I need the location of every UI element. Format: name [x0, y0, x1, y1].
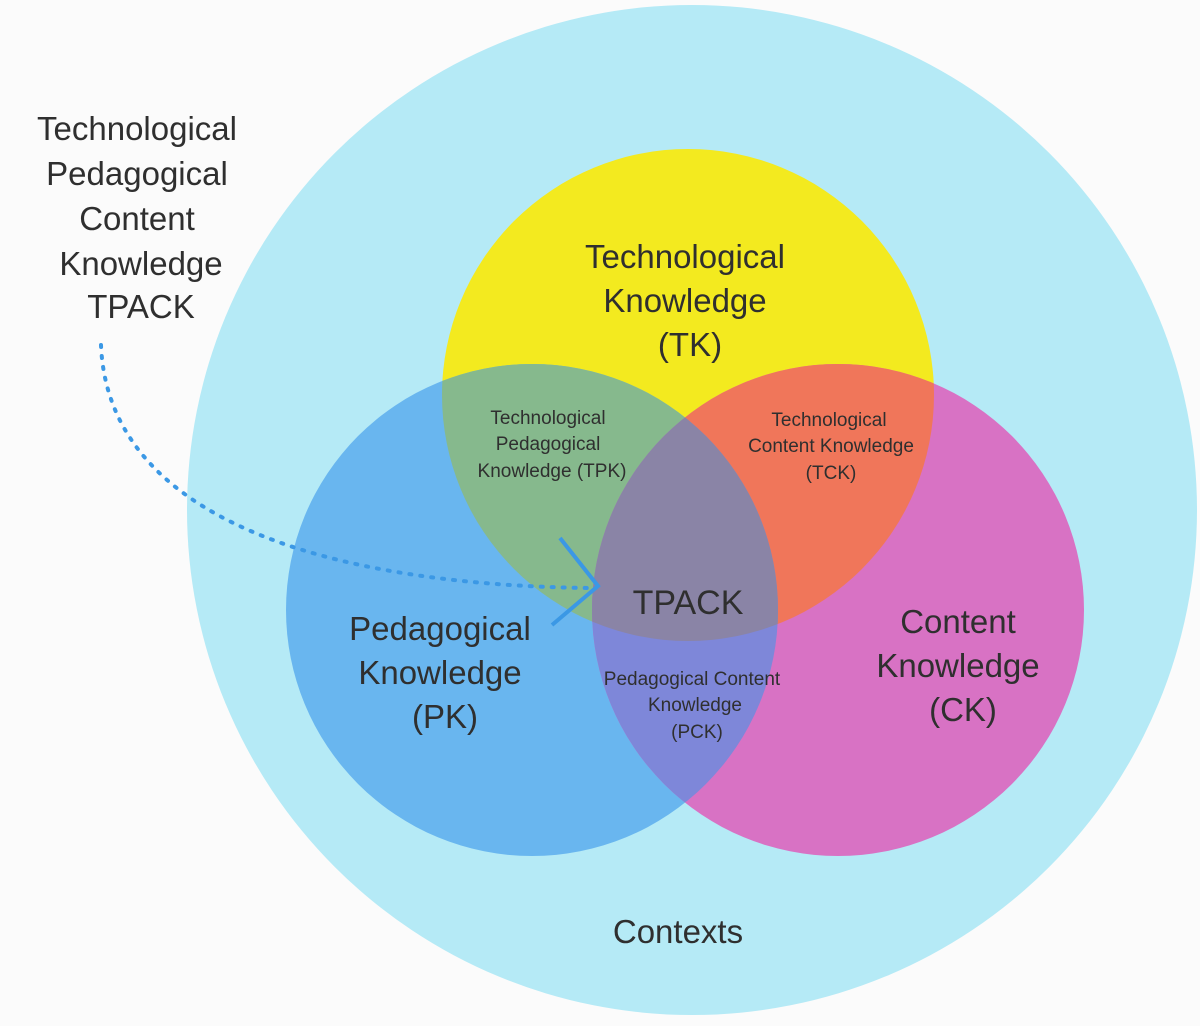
tpack-center-label: TPACK — [633, 584, 744, 622]
pck-label-line-3: (PCK) — [671, 722, 723, 743]
side-label-line-3: Content — [79, 200, 195, 237]
contexts-label: Contexts — [613, 913, 743, 950]
side-label-line-1: Technological — [37, 110, 237, 147]
pk-label-line-3: (PK) — [412, 698, 478, 735]
side-label-line-4: Knowledge — [59, 245, 222, 282]
arrowhead-icon — [550, 536, 601, 627]
tk-label-line-1: Technological — [585, 238, 785, 275]
tck-label-line-2: Content Knowledge — [748, 436, 914, 457]
tck-label-line-1: Technological — [771, 410, 886, 431]
pck-label-line-2: Knowledge — [648, 695, 742, 716]
ck-label-line-3: (CK) — [929, 691, 997, 728]
pk-label-line-2: Knowledge — [358, 654, 521, 691]
tpk-label-line-3: Knowledge (TPK) — [478, 461, 627, 482]
pk-label-line-1: Pedagogical — [349, 610, 531, 647]
ck-label-line-2: Knowledge — [876, 647, 1039, 684]
tpk-label-line-1: Technological — [490, 408, 605, 429]
tpack-overlap — [592, 364, 778, 641]
tck-label-line-3: (TCK) — [806, 463, 857, 484]
pck-label-line-1: Pedagogical Content — [604, 669, 781, 690]
tk-label-line-3: (TK) — [658, 326, 722, 363]
side-label-line-2: Pedagogical — [46, 155, 228, 192]
dotted-curved-arrow — [99, 343, 592, 590]
side-label-line-5: TPACK — [87, 288, 195, 325]
tk-label-line-2: Knowledge — [603, 282, 766, 319]
tpk-label-line-2: Pedagogical — [496, 434, 601, 455]
ck-label-line-1: Content — [900, 603, 1016, 640]
